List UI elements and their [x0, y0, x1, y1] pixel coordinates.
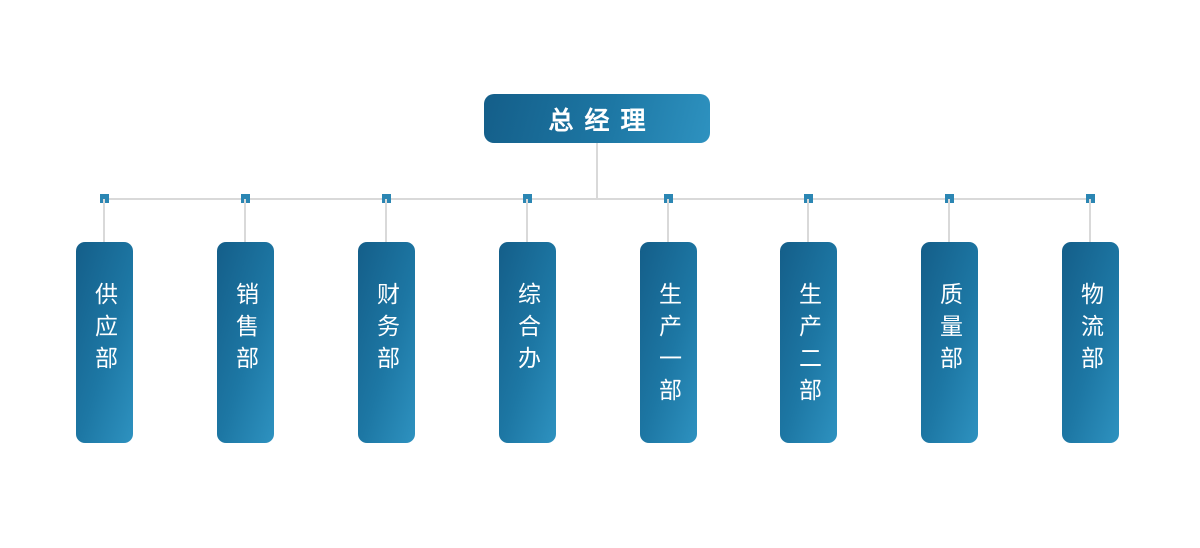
junction-square-icon	[1085, 194, 1095, 203]
org-node-finance-dept-label: 财务部	[373, 282, 400, 378]
org-node-supply-dept: 供应部	[75, 242, 133, 443]
org-node-production-dept-1-label: 生产一部	[655, 282, 682, 410]
org-node-sales-dept-label: 销售部	[232, 282, 259, 378]
junction-square-icon	[381, 194, 391, 203]
connector-stub-vertical	[385, 199, 387, 242]
org-node-supply-dept-label: 供应部	[91, 282, 118, 378]
org-node-finance-dept: 财务部	[357, 242, 415, 443]
connector-trunk-vertical	[596, 143, 598, 199]
connector-stub-vertical	[526, 199, 528, 242]
org-node-quality-dept-label: 质量部	[936, 282, 963, 378]
connector-stub-vertical	[244, 199, 246, 242]
junction-square-icon	[240, 194, 250, 203]
org-node-general-office-label: 综合办	[514, 282, 541, 378]
org-node-general-manager-label: 总经理	[548, 106, 657, 135]
org-node-production-dept-2: 生产二部	[779, 242, 837, 443]
connector-stub-vertical	[807, 199, 809, 242]
connector-bus-horizontal	[104, 198, 1090, 200]
junction-square-icon	[522, 194, 532, 203]
org-node-logistics-dept-label: 物流部	[1077, 282, 1104, 378]
junction-square-icon	[803, 194, 813, 203]
org-node-production-dept-1: 生产一部	[639, 242, 697, 443]
org-node-production-dept-2-label: 生产二部	[795, 282, 822, 410]
junction-square-icon	[944, 194, 954, 203]
org-node-logistics-dept: 物流部	[1061, 242, 1119, 443]
org-node-general-office: 综合办	[498, 242, 556, 443]
connector-stub-vertical	[103, 199, 105, 242]
org-node-general-manager: 总经理	[484, 94, 710, 143]
org-node-sales-dept: 销售部	[216, 242, 274, 443]
junction-square-icon	[663, 194, 673, 203]
org-node-quality-dept: 质量部	[920, 242, 978, 443]
junction-square-icon	[99, 194, 109, 203]
connector-stub-vertical	[667, 199, 669, 242]
connector-stub-vertical	[948, 199, 950, 242]
connector-stub-vertical	[1089, 199, 1091, 242]
